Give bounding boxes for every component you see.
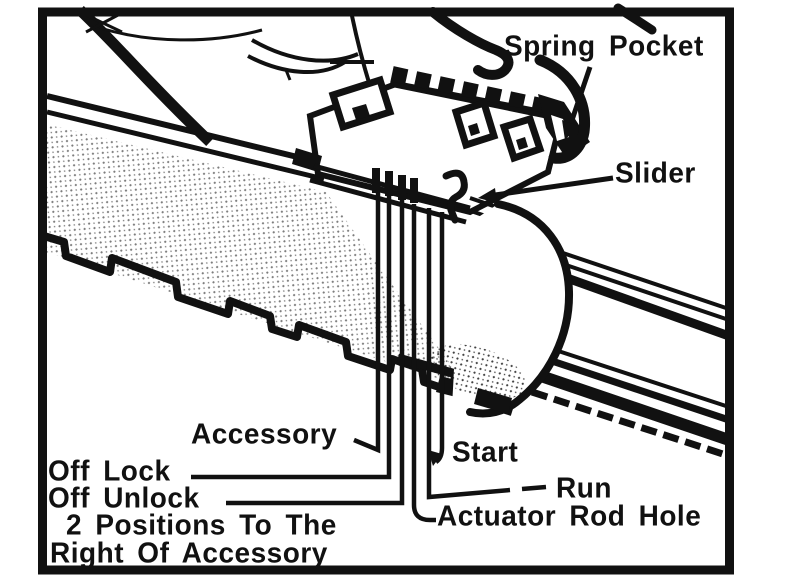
arrowhead	[478, 188, 497, 203]
rail-line	[539, 343, 730, 409]
housing-foot	[474, 388, 512, 414]
label-spring-pocket: Spring Pocket	[504, 29, 704, 62]
finger-outline	[247, 54, 347, 74]
label-off-unlock: Off Unlock	[48, 481, 200, 514]
rail-band	[536, 369, 731, 446]
cable-end-wires	[83, 12, 123, 34]
label-position-note-1: 2 Positions To The	[66, 508, 337, 541]
arrow-shaft	[567, 66, 593, 127]
leader-off-unlock	[226, 200, 405, 506]
jacket-top-rim-line	[46, 93, 319, 165]
rail-dashed-band	[530, 388, 728, 459]
label-actuator-rod-hole: Actuator Rod Hole	[437, 499, 702, 532]
thumb-hook	[428, 7, 514, 80]
slider-arrow	[478, 175, 614, 203]
rail-line	[559, 250, 730, 311]
spring-pocket-arrow	[562, 66, 593, 140]
figure-border	[38, 7, 734, 575]
leader-start	[434, 212, 445, 464]
terminal-tab	[352, 104, 370, 120]
connector-band-rim	[389, 81, 557, 121]
leader-actuator-rod-hole	[411, 204, 436, 523]
label-off-lock: Off Lock	[48, 454, 171, 487]
terminal-blade-slot	[516, 137, 528, 150]
rail-line	[562, 262, 730, 322]
terminal-box	[328, 75, 395, 132]
leader-lines	[191, 190, 547, 523]
start-arrowhead	[428, 450, 442, 466]
finger-edge	[350, 15, 372, 87]
jacket-halftone-texture	[46, 124, 468, 388]
terminal-blade-slot	[468, 123, 480, 136]
column-rails	[530, 250, 731, 459]
housing-halftone	[429, 344, 527, 400]
label-accessory: Accessory	[191, 417, 338, 450]
rail-band	[541, 354, 731, 424]
leader-accessory	[353, 190, 381, 454]
label-start: Start	[452, 435, 519, 468]
wiring-cable	[76, 6, 214, 146]
slider-shape	[442, 169, 468, 224]
ignition-switch	[292, 66, 590, 216]
finger-crease	[284, 69, 292, 81]
arrow-shaft	[494, 175, 614, 198]
actuator-housing	[429, 200, 574, 418]
loose-wire	[99, 26, 263, 42]
finger-around-pocket	[534, 54, 591, 164]
label-slider: Slider	[615, 156, 696, 189]
jacket-top-rim-line2	[46, 109, 325, 182]
connector-slot-band	[390, 66, 562, 118]
leader-run	[426, 208, 547, 500]
label-position-note-2: Right Of Accessory	[50, 536, 328, 569]
finger-outline	[250, 38, 359, 63]
leader-off-lock	[191, 195, 392, 480]
label-run: Run	[556, 471, 612, 504]
rail-band	[565, 273, 731, 341]
arrowhead	[562, 120, 578, 140]
